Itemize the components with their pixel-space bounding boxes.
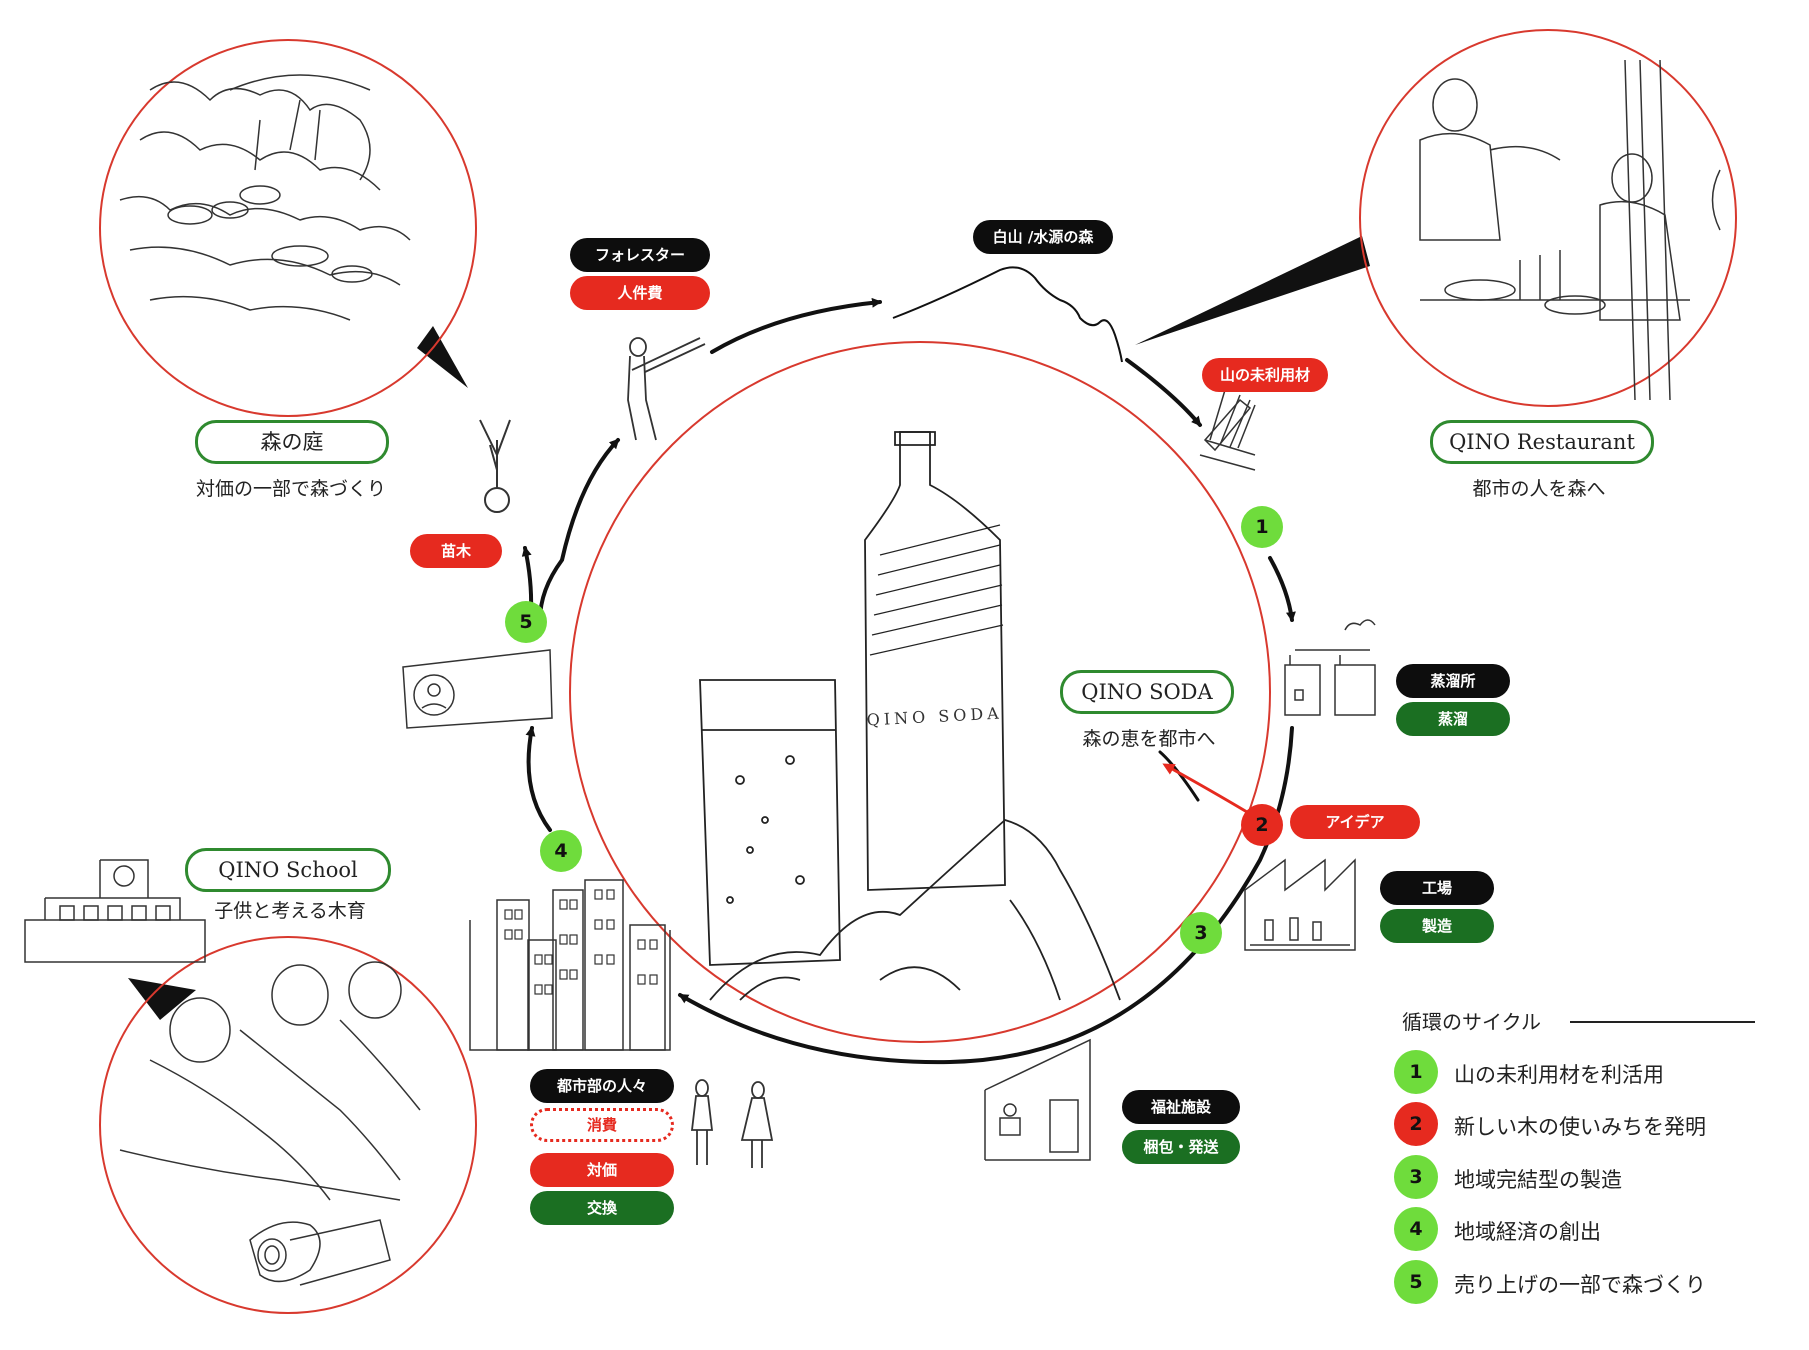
tag-manufacture: 製造 bbox=[1380, 909, 1494, 943]
legend-divider bbox=[1570, 1021, 1755, 1023]
garden-pointer bbox=[417, 326, 468, 388]
legend-step-4-label: 地域経済の創出 bbox=[1454, 1220, 1601, 1244]
tag-consumption: 消費 bbox=[530, 1108, 674, 1142]
distillery-sketch bbox=[1284, 619, 1376, 716]
legend-title: 循環のサイクル bbox=[1402, 1010, 1541, 1034]
restaurant-pointer bbox=[1135, 236, 1370, 345]
school-pointer bbox=[128, 978, 196, 1020]
tag-labor-cost: 人件費 bbox=[570, 276, 710, 310]
legend-step-2-label: 新しい木の使いみちを発明 bbox=[1454, 1115, 1706, 1139]
legend-step-1-badge: 1 bbox=[1394, 1050, 1438, 1094]
tag-hakusan: 白山 /水源の森 bbox=[973, 220, 1113, 254]
tag-distill: 蒸溜 bbox=[1396, 702, 1510, 736]
city-buildings-sketch bbox=[469, 879, 671, 1051]
cycle-step-2-badge: 2 bbox=[1241, 804, 1283, 846]
tag-unused-wood: 山の未利用材 bbox=[1202, 358, 1328, 392]
money-note-sketch bbox=[402, 649, 553, 729]
tag-seedling: 苗木 bbox=[410, 534, 502, 568]
city-people-sketch bbox=[690, 1079, 774, 1168]
bottle-lettering: QINO SODA bbox=[866, 703, 1003, 729]
restaurant-sketch bbox=[1359, 29, 1737, 407]
legend-step-4-badge: 4 bbox=[1394, 1207, 1438, 1251]
forester-figure-sketch bbox=[627, 337, 706, 441]
center-circle bbox=[569, 341, 1271, 1043]
soda-caption: 森の恵を都市へ bbox=[1082, 728, 1216, 750]
school-sketch bbox=[99, 936, 477, 1314]
mountain-sketch bbox=[892, 266, 1123, 363]
tag-payment: 対価 bbox=[530, 1153, 674, 1187]
school-building-sketch bbox=[24, 859, 206, 963]
sapling-sketch bbox=[479, 419, 511, 513]
tag-city-people: 都市部の人々 bbox=[530, 1069, 674, 1103]
factory-sketch bbox=[1244, 858, 1356, 951]
legend-step-3-badge: 3 bbox=[1394, 1155, 1438, 1199]
legend-step-2-badge: 2 bbox=[1394, 1102, 1438, 1146]
tag-distillery: 蒸溜所 bbox=[1396, 664, 1510, 698]
legend-step-1-label: 山の未利用材を利活用 bbox=[1454, 1063, 1664, 1087]
forest-garden-title: 森の庭 bbox=[195, 420, 389, 464]
forest-garden-caption: 対価の一部で森づくり bbox=[195, 478, 386, 500]
idea-arrow bbox=[1162, 763, 1248, 814]
tag-exchange: 交換 bbox=[530, 1191, 674, 1225]
cycle-step-3-badge: 3 bbox=[1180, 912, 1222, 954]
legend-step-5-label: 売り上げの一部で森づくり bbox=[1454, 1273, 1706, 1297]
cycle-step-4-badge: 4 bbox=[540, 830, 582, 872]
wood-bundle-sketch bbox=[1199, 389, 1256, 471]
legend-step-5-badge: 5 bbox=[1394, 1260, 1438, 1304]
restaurant-title: QINO Restaurant bbox=[1430, 420, 1654, 464]
cycle-step-1-badge: 1 bbox=[1241, 506, 1283, 548]
forest-garden-sketch bbox=[99, 39, 477, 417]
soda-bottle-sketch bbox=[699, 431, 1121, 1001]
restaurant-caption: 都市の人を森へ bbox=[1472, 478, 1606, 500]
tag-packing-shipping: 梱包・発送 bbox=[1122, 1130, 1240, 1164]
tag-forester: フォレスター bbox=[570, 238, 710, 272]
tag-factory: 工場 bbox=[1380, 871, 1494, 905]
cycle-step-5-badge: 5 bbox=[505, 601, 547, 643]
tag-welfare: 福祉施設 bbox=[1122, 1090, 1240, 1124]
school-title: QINO School bbox=[185, 848, 391, 892]
tag-idea: アイデア bbox=[1290, 805, 1420, 839]
school-caption: 子供と考える木育 bbox=[214, 900, 366, 922]
legend-step-3-label: 地域完結型の製造 bbox=[1454, 1168, 1622, 1192]
welfare-facility-sketch bbox=[984, 1038, 1091, 1161]
soda-title: QINO SODA bbox=[1060, 670, 1234, 714]
